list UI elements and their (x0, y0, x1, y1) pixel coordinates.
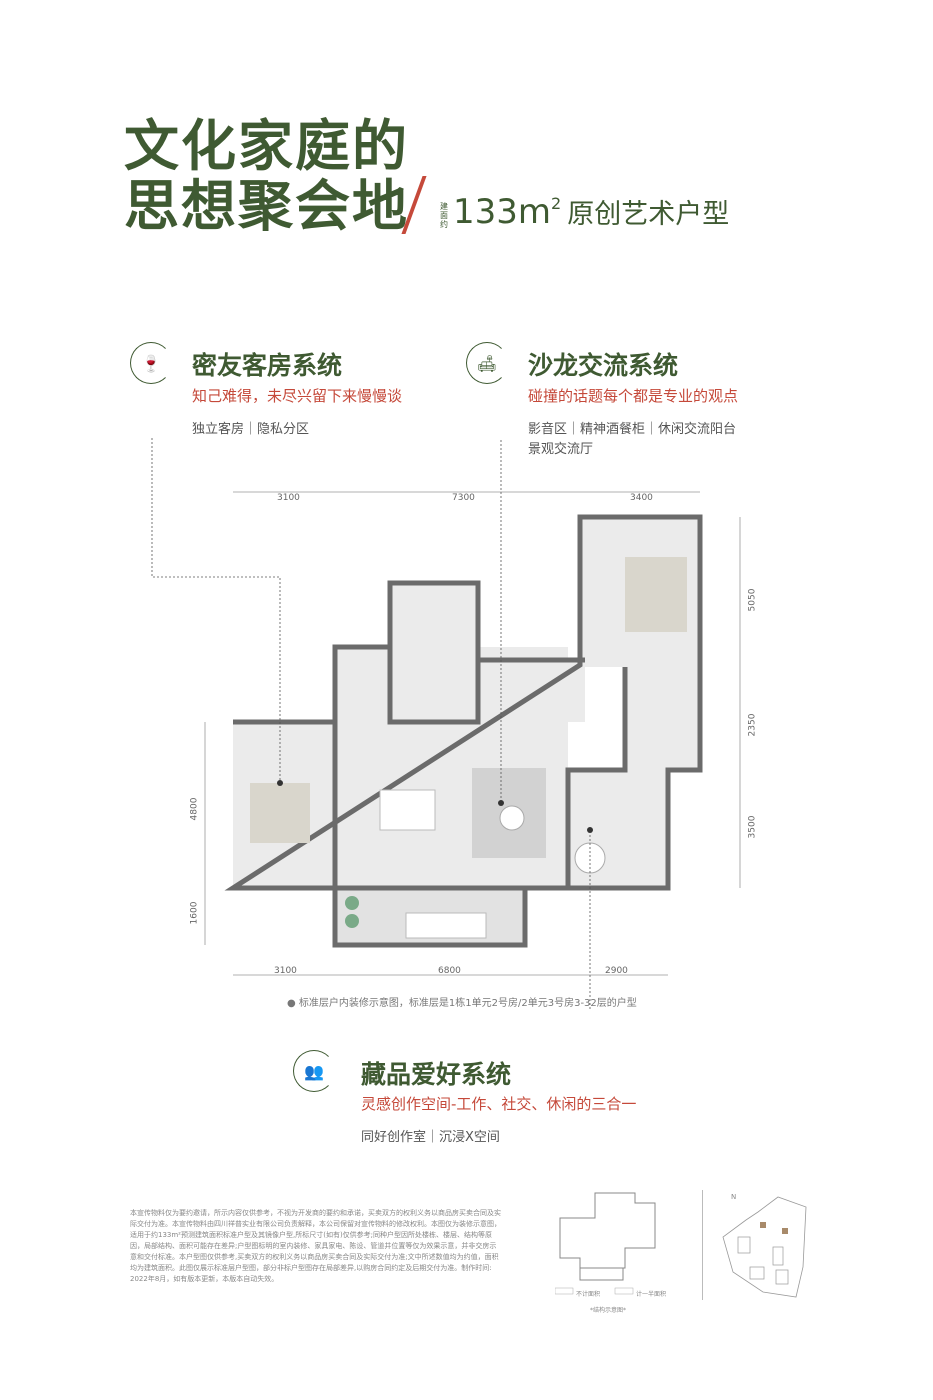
title-line-2: 思想聚会地 (124, 174, 410, 238)
system-subtitle: 灵感创作空间-工作、社交、休闲的三合一 (361, 1095, 637, 1113)
dim-right-3: 3500 (747, 815, 758, 839)
area-type: 原创艺术户型 (567, 199, 730, 230)
dim-top-2: 7300 (452, 493, 475, 503)
area-heading: 133m2 原创艺术户型 (453, 192, 729, 232)
plan-note: ● 标准层户内装修示意图，标准层是1栋1单元2号房/2单元3号房3-32层的户型 (287, 998, 637, 1009)
area-sup: 2 (551, 194, 562, 213)
legend-half-area: 计一半面积 (636, 1291, 667, 1298)
dim-left-2: 1600 (189, 901, 200, 925)
system-subtitle: 碰撞的话题每个都是专业的观点 (528, 387, 739, 405)
disclaimer: 本宣传物料仅为要约邀请，所示内容仅供参考，不视为开发商的要约和承诺，买卖双方的权… (130, 1209, 501, 1283)
system-items: 影音区｜精神酒餐柜｜休闲交流阳台景观交流厅 (528, 420, 736, 460)
dim-top-3: 3400 (630, 493, 653, 503)
people-icon: 👥 (293, 1050, 335, 1092)
title-line-1: 文化家庭的 (124, 114, 410, 178)
system-title: 密友客房系统 (192, 351, 343, 380)
system-title: 沙龙交流系统 (528, 351, 679, 380)
dim-left-1: 4800 (189, 797, 200, 821)
floor-plan (151, 438, 741, 1010)
divider (702, 1190, 703, 1300)
legend-no-area: 不计面积 (576, 1291, 601, 1298)
north-label: N (731, 1193, 737, 1201)
walls (224, 514, 703, 948)
structure-caption: *结构示意图* (590, 1307, 627, 1314)
area-prefix: 建面约 (440, 202, 448, 229)
structure-diagram (555, 1192, 656, 1295)
wine-bottle-icon: 🍷 (130, 342, 172, 384)
dim-bottom-3: 2900 (605, 966, 628, 976)
system-subtitle: 知己难得，未尽兴留下来慢慢谈 (192, 387, 403, 405)
system-item: 影音区｜精神酒餐柜｜休闲交流阳台 (528, 422, 737, 437)
dim-right-1: 5050 (747, 588, 758, 612)
dimension-lines (204, 491, 741, 976)
system-title: 藏品爱好系统 (361, 1060, 512, 1089)
system-items: 独立客房｜隐私分区 (192, 422, 310, 437)
dim-bottom-1: 3100 (274, 966, 297, 976)
dim-top-1: 3100 (277, 493, 300, 503)
site-map (722, 1196, 807, 1298)
system-item: 景观交流厅 (528, 442, 594, 457)
dim-bottom-2: 6800 (438, 966, 461, 976)
dim-right-2: 2350 (747, 713, 758, 737)
leader-lines (151, 438, 591, 1010)
area-value: 133m (453, 192, 552, 232)
sofa-icon: 🛋 (466, 342, 508, 384)
system-items: 同好创作室｜沉浸X空间 (361, 1130, 500, 1145)
